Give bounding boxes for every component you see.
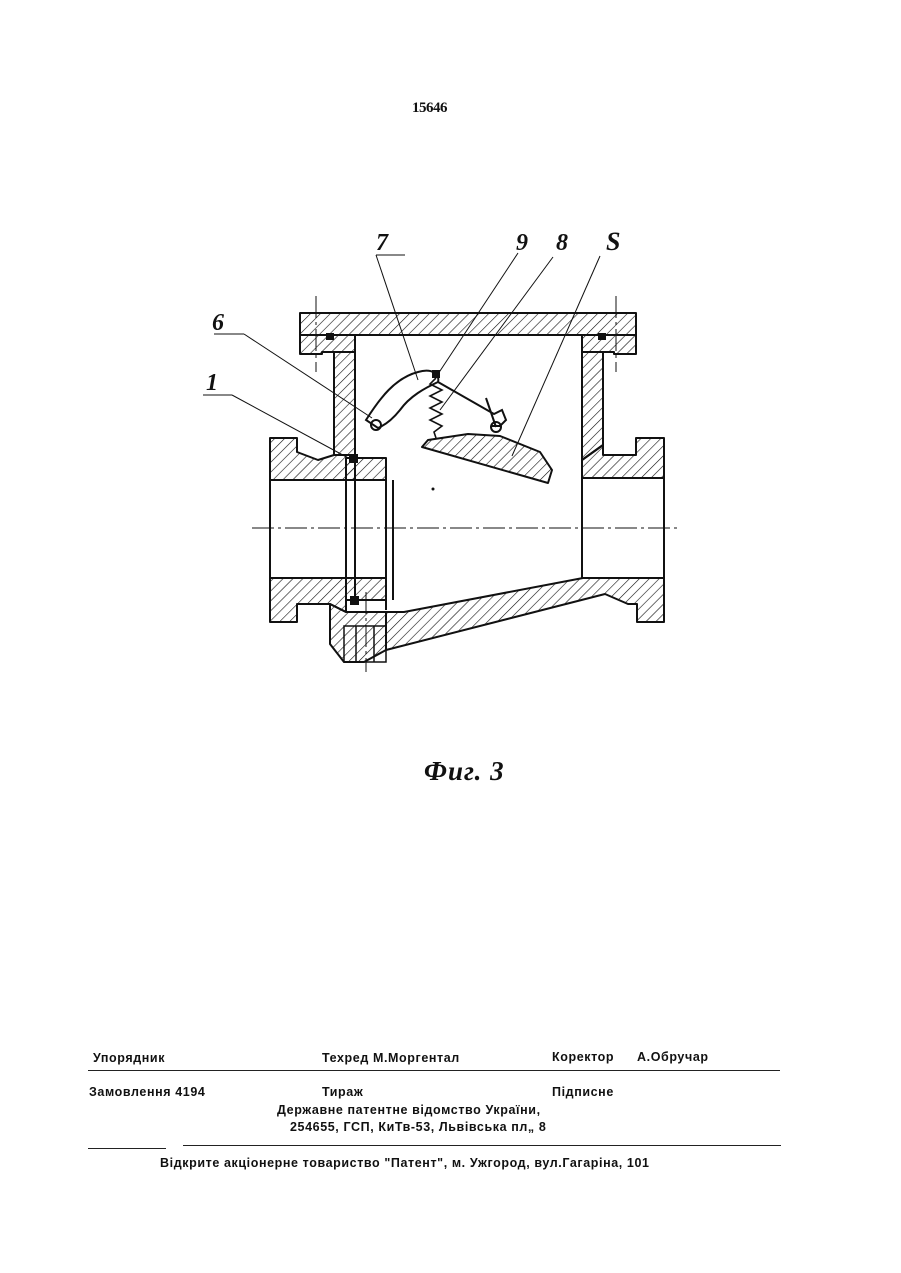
- callout-9: 9: [516, 230, 528, 256]
- circulation: Тираж: [322, 1085, 363, 1099]
- callout-1: 1: [206, 370, 218, 396]
- spring: [430, 378, 442, 438]
- callout-s: S: [606, 227, 620, 256]
- valve-disc: [422, 434, 552, 483]
- sloped-bottom-body: [386, 578, 664, 650]
- patent-office-line2: 254655, ГСП, КиТв-53, Львівська пл„ 8: [290, 1120, 546, 1134]
- tech-editor: Техред М.Моргентал: [322, 1051, 460, 1065]
- imprint-rule-top: [88, 1070, 780, 1071]
- imprint-rule-right: [183, 1145, 781, 1146]
- callout-7: 7: [376, 230, 389, 256]
- left-wall: [334, 352, 355, 455]
- drain-boss: [330, 604, 386, 662]
- imprint-rule-left: [88, 1148, 166, 1149]
- corrector-label: Коректор: [552, 1050, 614, 1064]
- top-cover: [300, 313, 636, 335]
- callout-8: 8: [556, 230, 568, 256]
- patent-office-line1: Державне патентне відомство України,: [277, 1103, 541, 1117]
- publisher: Відкрите акціонерне товариство "Патент",…: [160, 1156, 650, 1170]
- disc-link: [438, 382, 506, 426]
- subscription: Підписне: [552, 1085, 614, 1099]
- callout-6: 6: [212, 310, 224, 336]
- corrector-name: А.Обручар: [637, 1050, 709, 1064]
- figure-caption: Фиг. 3: [424, 756, 505, 787]
- order-number: Замовлення 4194: [89, 1085, 205, 1099]
- right-wall: [582, 352, 603, 460]
- compiler-label: Упорядник: [93, 1051, 165, 1065]
